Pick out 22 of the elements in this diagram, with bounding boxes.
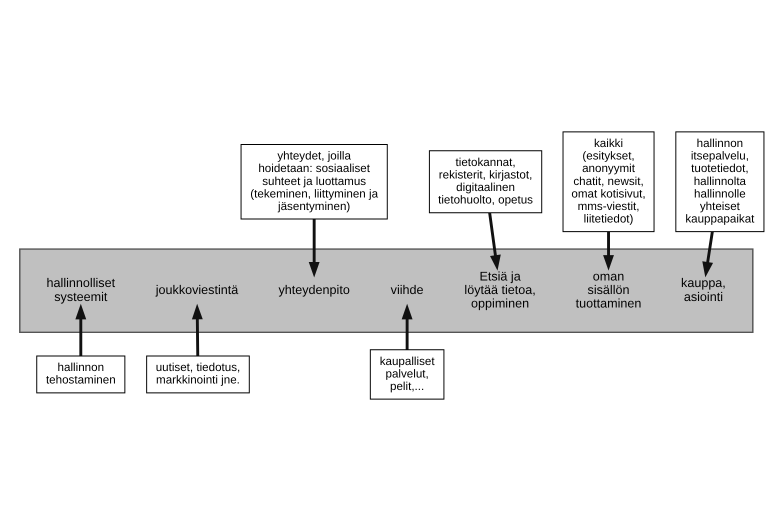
arrow — [402, 303, 413, 349]
arrow — [75, 303, 86, 356]
node-box: uutiset, tiedotus, markkinointi jne. — [146, 355, 250, 393]
node-box: yhteydet, joilla hoidetaan: sosiaaliset suhteet ja luottamus (tekeminen, liittyminen ja jäsentyminen) — [240, 143, 388, 219]
node-box: kaupalliset palvelut, pelit,... — [370, 348, 444, 400]
arrow — [192, 303, 203, 356]
node-text: oman sisällön tuottaminen — [576, 268, 642, 310]
arrow — [702, 231, 714, 277]
node-text: yhteydenpito — [278, 282, 350, 296]
node-text: viihde — [390, 282, 424, 296]
node-box: kaikki (esitykset, anonyymit chatit, newsit, omat kotisivut, mms-viestit, liitetiedot) — [562, 130, 655, 232]
arrow — [308, 218, 320, 277]
node-box: hallinnon tehostaminen — [36, 355, 126, 393]
node-text: Etsiä ja löytää tietoa, oppiminen — [464, 268, 536, 310]
node-box: hallinnon itsepalvelu, tuotetiedot, hallinnolta hallinnolle yhteiset kauppapaikat — [675, 130, 764, 232]
cluster — [19, 248, 754, 333]
node-box: tietokannat, rekisterit, kirjastot, digitaalinen tietohuolto, opetus — [428, 150, 542, 213]
node-text: kauppa, asiointi — [681, 276, 726, 304]
arrow — [488, 212, 501, 270]
node-text: joukkoviestintä — [156, 282, 238, 296]
node-text: hallinnolliset systeemit — [46, 276, 116, 304]
arrow — [603, 231, 614, 270]
